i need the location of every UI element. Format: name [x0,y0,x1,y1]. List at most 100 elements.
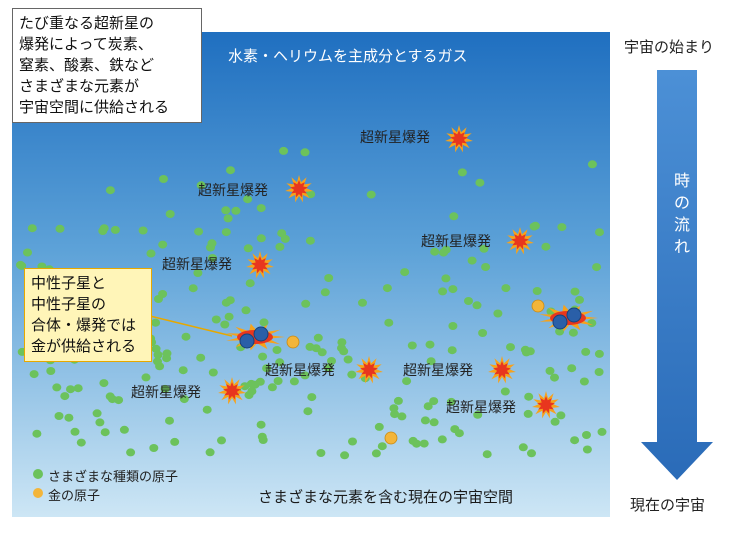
atom-dot [301,299,311,308]
atom-dot [475,178,485,187]
atom-dot [256,234,266,243]
atom-dot [441,274,451,283]
atom-dot [545,366,555,375]
atom-dot [595,228,604,237]
atom-dot [320,288,330,297]
supernova-burst [506,227,534,255]
supernova-burst [488,356,516,384]
atom-dot [114,396,124,405]
atom-dot [110,225,120,234]
atom-dot [289,377,299,386]
atom-dot [448,322,458,330]
atom-dot [275,358,285,367]
supernova-label: 超新星爆発 [446,400,516,416]
atom-dot [217,436,226,445]
atom-dot [105,392,115,401]
atom-dot [17,261,27,270]
atom-dot [165,210,175,218]
atom-dot [126,448,136,457]
atom-dot [382,284,392,293]
atom-dot [306,190,316,199]
atom-dot [99,379,109,388]
atom-dot [366,190,376,199]
legend-atom-label: さまざまな種類の原子 [48,470,179,485]
explosions-layer [218,125,598,419]
atom-dot [316,449,326,457]
atom-dot [224,312,234,321]
atom-dot [151,318,161,327]
atom-dot [221,298,231,307]
supernova-label: 超新星爆発 [131,385,201,401]
atom-dot [429,397,439,406]
atom-dot [557,223,567,232]
atom-dot [481,263,491,271]
atom-dot [587,319,597,328]
atom-dot [267,383,277,392]
atom-dot [32,429,42,438]
supernova-label: 超新星爆発 [265,363,335,379]
gold-atoms-layer [286,299,545,445]
atom-dot [337,344,346,353]
atom-dot [348,437,357,446]
supernova-label: 超新星爆発 [403,363,473,379]
atom-dot [575,295,584,304]
atom-dot [100,428,110,437]
atom-dot [105,186,115,195]
atom-dot [141,373,151,382]
bottom-caption: さまざまな元素を含む現在の宇宙空間 [258,488,514,506]
atom-dot [567,364,577,373]
supernova-label: 超新星爆発 [421,234,491,250]
atom-dot [273,377,283,385]
atom-dot [472,301,482,310]
atom-dot [221,206,231,215]
atom-dot [555,327,565,336]
legend-gold-marker [33,488,43,498]
atom-dot [407,341,417,350]
atom-dot [500,387,510,396]
timeline-end-label: 現在の宇宙 [630,496,706,514]
atom-dot [277,229,287,238]
supernova-burst [285,175,313,203]
atom-dot [478,329,488,337]
atom-dot [207,239,217,248]
atoms-layer [16,146,607,460]
atom-dot [258,352,268,361]
atom-dot [437,435,447,444]
atom-dot [223,214,233,223]
supernova-burst [246,251,274,279]
atom-dot [448,285,458,294]
atom-dot [501,284,511,293]
atom-dot [52,383,62,392]
timeline-start-label: 宇宙の始まり [624,38,715,56]
atom-dot [377,442,387,451]
atom-dot [467,256,477,265]
atom-dot [464,297,473,305]
time-flow-char: れ [673,237,690,256]
atom-dot [208,254,217,262]
legend-atom-marker [33,469,43,479]
atom-dot [324,274,334,282]
atom-dot [597,427,607,436]
atom-dot [305,236,315,245]
atom-dot [570,287,580,296]
atom-dot [449,212,459,221]
neutron-star [552,314,568,330]
atom-dot [240,382,250,391]
time-flow-char: 流 [673,215,690,234]
atom-dot [46,367,56,375]
atom-dot [208,368,218,377]
atom-dot [178,366,188,375]
supernova-label: 超新星爆発 [360,130,430,146]
atom-dot [211,315,221,324]
neutron-star-callout: 中性子星と 中性子星の 合体・爆発では 金が供給される [24,268,152,362]
atom-dot [300,371,310,380]
atom-dot [419,439,429,448]
atom-dot [275,242,285,251]
legend-gold-label: 金の原子 [48,489,101,504]
atom-dot [594,368,604,376]
atom-dot [550,417,560,426]
time-flow-label: 時 の 流 れ [670,170,694,258]
atom-dot [73,384,83,393]
supernova-burst [532,391,560,419]
